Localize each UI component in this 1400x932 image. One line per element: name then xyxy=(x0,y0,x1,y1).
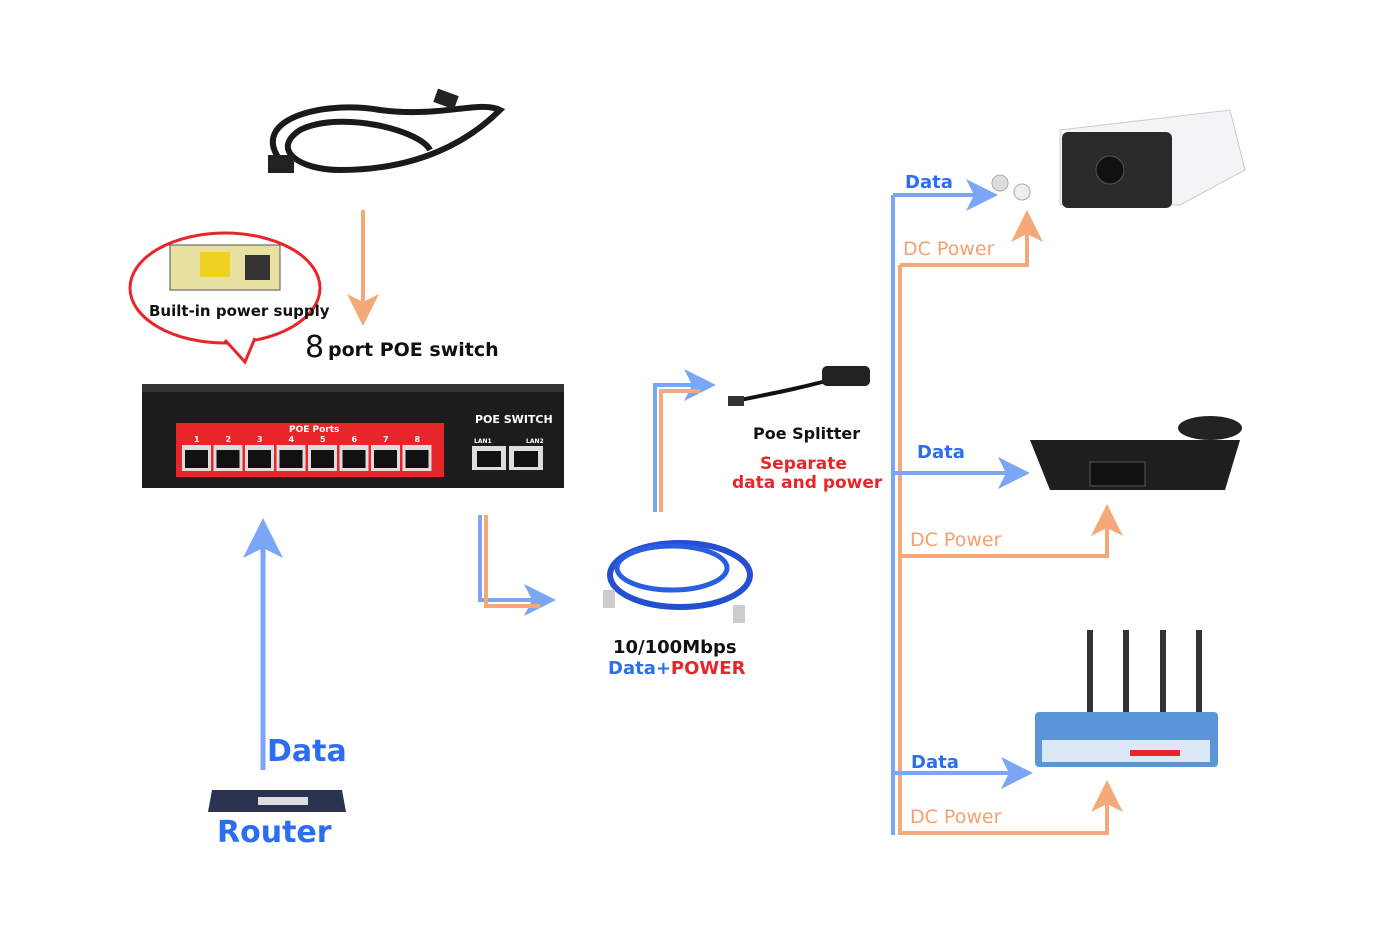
switch-to-cable-power-line xyxy=(484,515,540,608)
power-supply-callout xyxy=(128,231,322,365)
port-number: 7 xyxy=(383,435,389,444)
splitter-label: Poe Splitter xyxy=(753,424,861,443)
ap-dc-power-label: DC Power xyxy=(910,806,1002,828)
port-number: 2 xyxy=(225,435,232,444)
port-number: 3 xyxy=(257,435,263,444)
poe-port-socket xyxy=(311,450,334,468)
ip-phone-image xyxy=(1030,416,1242,490)
poe-ports-label: POE Ports xyxy=(289,425,340,435)
poe-port-socket xyxy=(185,450,208,468)
lan2-label: LAN2 xyxy=(526,438,544,445)
cable-data-power-label: Data+POWER xyxy=(608,658,745,679)
port-number: 4 xyxy=(288,435,295,444)
built-in-power-supply-label: Built-in power supply xyxy=(149,302,330,320)
poe-port-socket xyxy=(342,450,366,468)
poe-splitter-image xyxy=(728,366,870,406)
cable-to-splitter-data-line xyxy=(653,369,716,512)
phone-dc-power-label: DC Power xyxy=(910,529,1002,551)
camera-data-label: Data xyxy=(905,172,953,193)
ap-power-arrow xyxy=(900,780,1123,835)
poe-port-socket xyxy=(405,450,429,468)
lan1-label: LAN1 xyxy=(474,438,492,445)
poe-port-socket xyxy=(248,450,271,468)
cable-speed-label: 10/100Mbps xyxy=(613,637,737,658)
splitter-desc-1: Separate xyxy=(760,454,847,474)
switch-to-cable-data-line xyxy=(478,515,556,616)
port-number: 6 xyxy=(351,435,358,444)
camera-dc-power-label: DC Power xyxy=(903,238,995,260)
ethernet-cable-image xyxy=(603,540,753,623)
cable-data-text: Data+ xyxy=(608,658,671,679)
camera-image xyxy=(991,109,1246,208)
router-label: Router xyxy=(217,815,332,850)
power-cord-image xyxy=(268,88,506,174)
cable-power-text: POWER xyxy=(670,658,746,679)
phone-power-arrow xyxy=(900,504,1123,558)
wireless-router-image xyxy=(1035,630,1218,767)
switch-title-number: 8 xyxy=(305,330,325,365)
poe-port-socket xyxy=(216,450,240,468)
cable-to-splitter-power-line xyxy=(659,389,700,512)
camera-power-arrow xyxy=(900,210,1043,267)
ap-data-label: Data xyxy=(911,752,959,773)
poe-switch-image xyxy=(142,384,564,488)
switch-title: port POE switch xyxy=(328,339,499,361)
phone-data-label: Data xyxy=(917,442,965,463)
switch-brand-label: POE SWITCH xyxy=(475,413,553,426)
router-image xyxy=(208,790,346,812)
poe-port-socket xyxy=(374,450,397,468)
poe-port-socket xyxy=(279,450,303,468)
router-data-label: Data xyxy=(267,734,347,769)
port-number: 8 xyxy=(414,435,421,444)
splitter-desc-2: data and power xyxy=(732,473,883,493)
port-number: 1 xyxy=(194,435,200,444)
port-number: 5 xyxy=(320,435,326,444)
